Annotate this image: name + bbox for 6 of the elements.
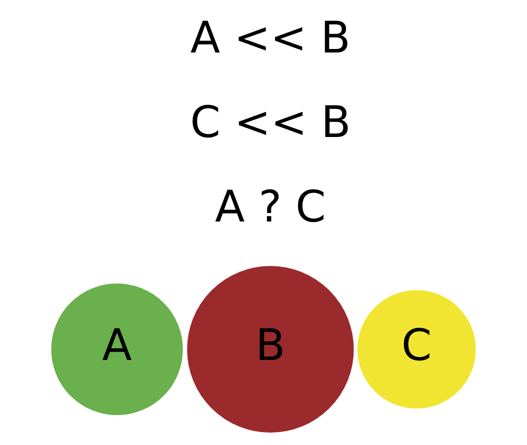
label: A << B — [190, 14, 350, 64]
node-circle: C — [357, 290, 476, 408]
label: A ? C — [215, 182, 326, 233]
node-circle: A — [51, 284, 183, 416]
label: C << B — [190, 98, 351, 148]
node-circle: B — [187, 266, 354, 433]
